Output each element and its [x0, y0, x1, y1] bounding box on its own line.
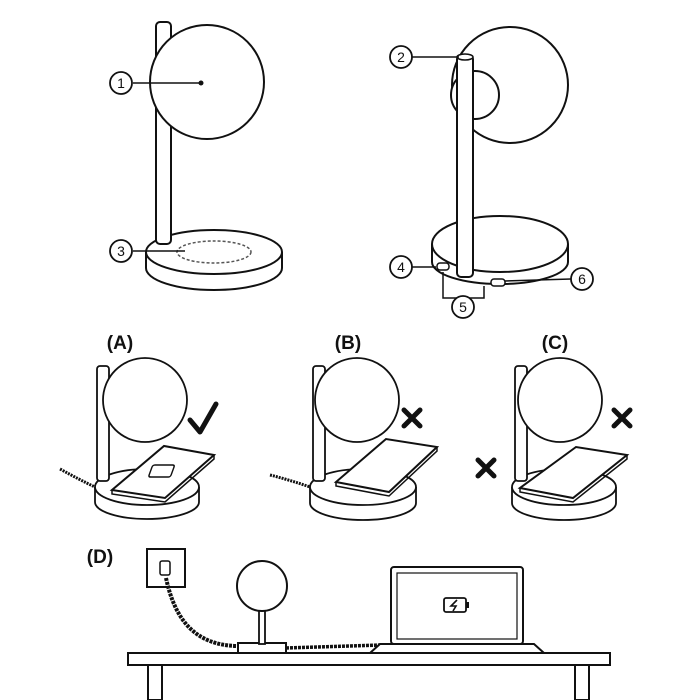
callout-5-label: 5 [459, 299, 467, 315]
cross-icon [611, 407, 633, 429]
callout-6 [570, 267, 594, 291]
panel-d-label: (D) [87, 547, 113, 568]
phone-icon [109, 444, 217, 503]
desk [127, 652, 611, 666]
callout-4-label: 4 [397, 259, 405, 275]
battery-charging-icon [443, 597, 469, 613]
check-icon [187, 401, 219, 435]
laptop-icon [367, 566, 547, 654]
panel-c-label: (C) [542, 333, 568, 354]
callout-3 [109, 239, 133, 263]
panel-c-wrong-placement [475, 357, 633, 521]
callout-2 [389, 45, 413, 69]
usb-port-icon [436, 262, 450, 271]
callout-6-label: 6 [578, 271, 586, 287]
lamp-back-view: 2 4 5 6 [389, 26, 594, 319]
cross-icon [475, 457, 497, 479]
panel-b-wrong-placement [269, 357, 440, 521]
charging-area-marker [176, 240, 252, 264]
phone-icon [333, 437, 440, 497]
callout-2-label: 2 [397, 49, 405, 65]
dc-port-icon [490, 278, 506, 287]
cross-icon [401, 407, 423, 429]
panel-a-correct-placement [59, 357, 219, 520]
phone-icon [517, 445, 630, 503]
panel-a-label: (A) [107, 333, 133, 354]
callout-3-label: 3 [117, 243, 125, 259]
callout-1-label: 1 [117, 75, 125, 91]
callout-4 [389, 255, 413, 279]
callout-5 [451, 295, 475, 319]
panel-b-label: (B) [335, 333, 361, 354]
panel-d-setup [127, 548, 611, 700]
callout-1 [109, 71, 133, 95]
lamp-front-view: 1 3 [109, 21, 283, 291]
